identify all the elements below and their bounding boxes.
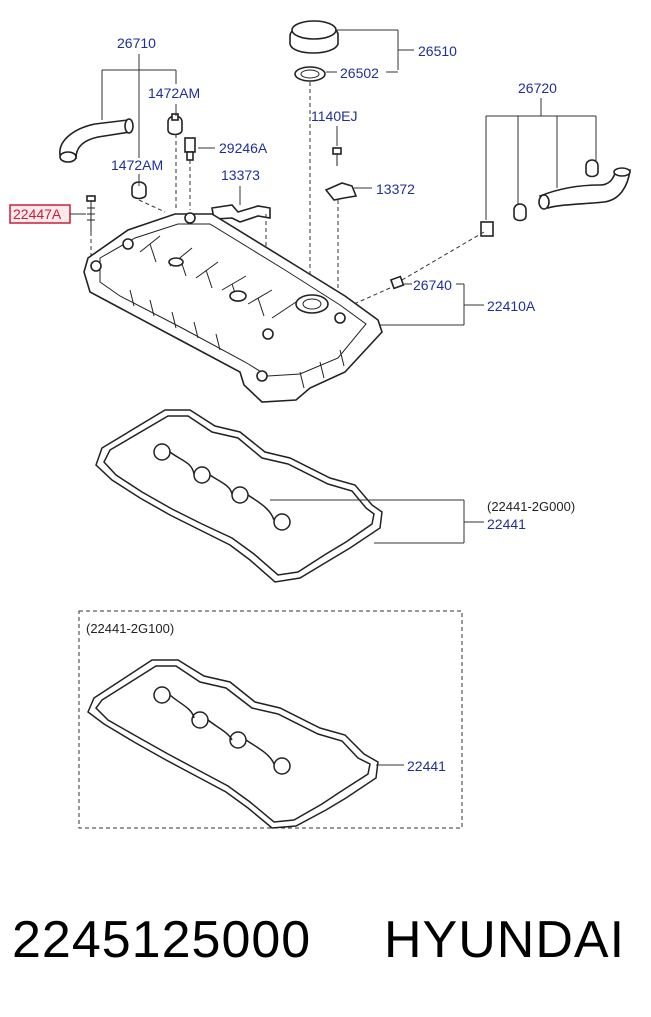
- clamp-26720-a: [513, 203, 527, 222]
- hose-26710: [59, 118, 134, 163]
- label-13372: 13372: [376, 181, 415, 197]
- label-26720: 26720: [518, 80, 557, 96]
- valve-26740: [389, 275, 405, 290]
- label-26510: 26510: [418, 43, 457, 59]
- gasket-26502: [294, 66, 326, 82]
- cap-26510: [289, 20, 339, 54]
- clamp-1472am-bottom: [131, 181, 147, 200]
- bracket-13373: [211, 204, 271, 223]
- brand-text: HYUNDAI: [384, 911, 626, 969]
- parts-diagram: 26710 1472AM 1472AM 29246A 13373 22447A …: [9, 20, 631, 829]
- gasket-22441-2g100: [87, 659, 379, 829]
- label-1472am-top: 1472AM: [148, 85, 200, 101]
- footer: 2245125000 HYUNDAI: [0, 900, 651, 980]
- option-box-2g100: [78, 610, 463, 829]
- rocker-cover-22410a: [83, 212, 383, 403]
- label-22441-b: 22441: [407, 758, 446, 774]
- part-number-text: 2245125000: [12, 911, 312, 969]
- label-22441-a: 22441: [487, 516, 526, 532]
- label-22447a: 22447A: [13, 206, 62, 222]
- clamp-26720-b: [585, 159, 599, 178]
- hose-26720: [538, 167, 631, 210]
- label-1140ej: 1140EJ: [311, 108, 357, 124]
- label-26502: 26502: [340, 65, 379, 81]
- label-26710: 26710: [117, 35, 156, 51]
- label-22441-2g100: (22441-2G100): [86, 621, 174, 636]
- label-22441-2g000: (22441-2G000): [487, 499, 575, 514]
- gasket-22441-2g000: [95, 409, 383, 583]
- bracket-13372: [324, 182, 358, 201]
- label-1472am-bottom: 1472AM: [111, 157, 163, 173]
- valve-29246a: [184, 137, 196, 161]
- clamp-1472am-top: [167, 113, 183, 136]
- label-29246a: 29246A: [219, 140, 268, 156]
- bolt-22447a: [86, 195, 96, 232]
- fitting-26720: [480, 221, 494, 237]
- label-22410a: 22410A: [487, 298, 536, 314]
- label-26740: 26740: [413, 277, 452, 293]
- bolt-1140ej: [332, 147, 342, 166]
- label-13373: 13373: [221, 167, 260, 183]
